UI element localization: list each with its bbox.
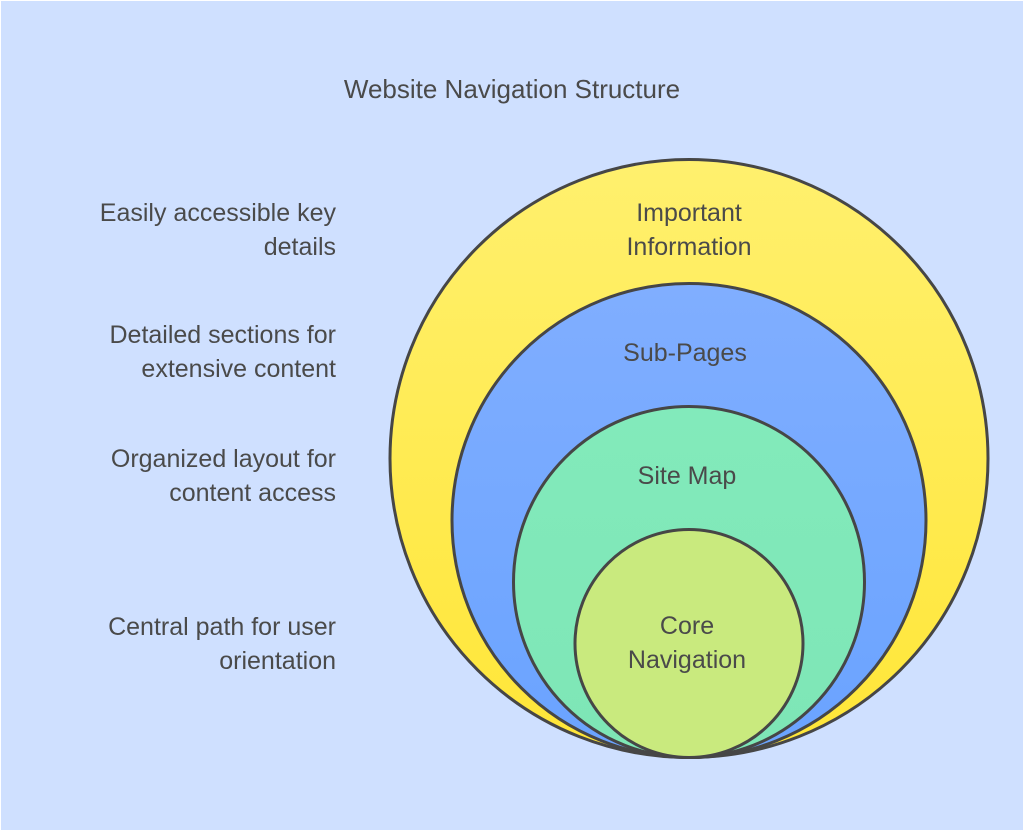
label-line: Information [626, 233, 752, 261]
description-line: content access [169, 479, 336, 507]
description-important-information: Easily accessible key details [16, 196, 336, 264]
label-important-information: Important Information [539, 196, 839, 264]
description-line: Central path for user [108, 613, 336, 641]
label-site-map: Site Map [537, 459, 837, 493]
description-core-navigation: Central path for user orientation [16, 610, 336, 678]
description-line: Organized layout for [110, 445, 336, 473]
description-line: details [263, 233, 336, 261]
label-line: Core [659, 612, 715, 640]
label-line: Important [636, 199, 742, 227]
label-line: Sub-Pages [623, 339, 747, 367]
description-line: Easily accessible key [99, 199, 336, 227]
circle-core-navigation [573, 528, 805, 759]
diagram-title: Website Navigation Structure [343, 74, 681, 104]
label-sub-pages: Sub-Pages [535, 336, 835, 370]
description-line: extensive content [141, 355, 336, 383]
description-line: orientation [219, 647, 336, 675]
description-line: Detailed sections for [109, 321, 336, 349]
label-line: Site Map [637, 462, 737, 490]
description-site-map: Organized layout for content access [16, 442, 336, 510]
label-core-navigation: Core Navigation [537, 609, 837, 677]
label-line: Navigation [627, 646, 747, 674]
description-sub-pages: Detailed sections for extensive content [16, 318, 336, 386]
